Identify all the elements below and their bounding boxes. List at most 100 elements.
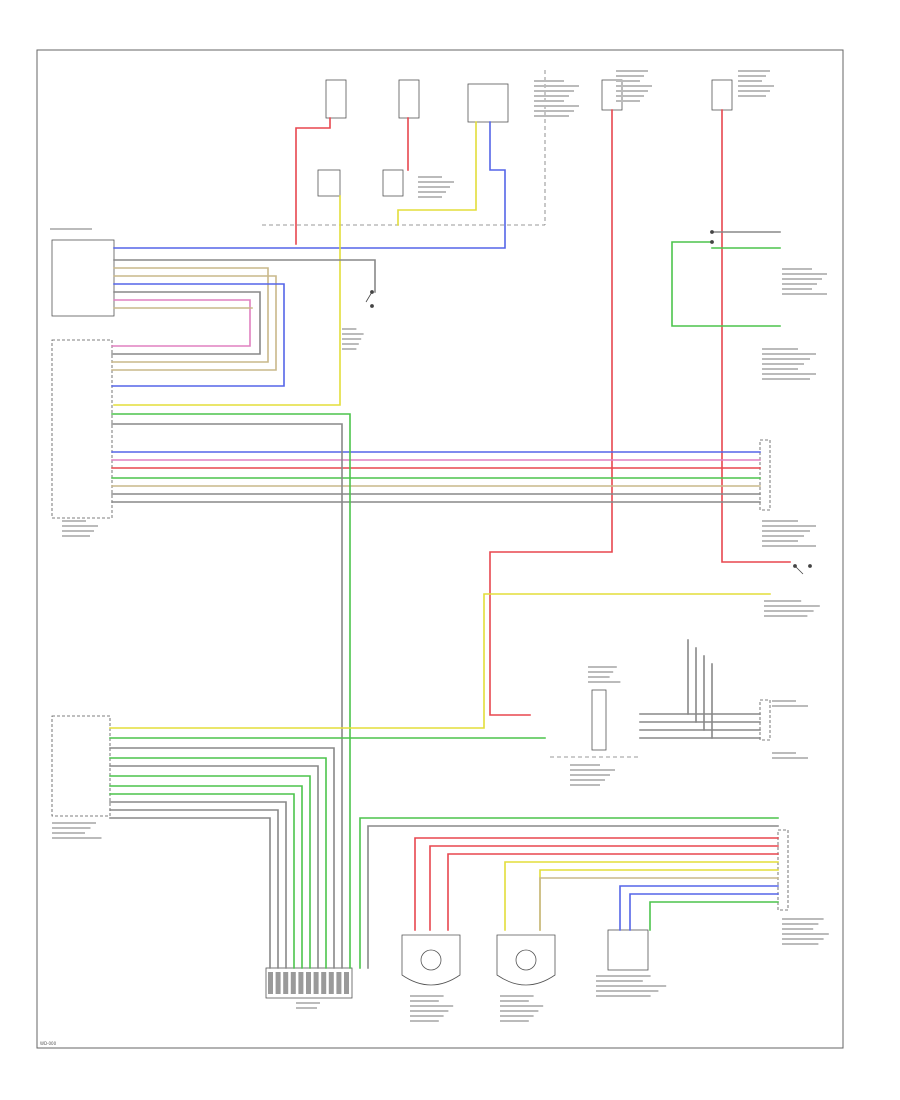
label-mark: [296, 1007, 317, 1009]
label-mark: [50, 228, 92, 230]
wire-gray: [109, 817, 271, 969]
label-mark: [570, 774, 610, 776]
relay-1: [317, 169, 341, 197]
wire-gray: [109, 765, 319, 969]
right-front-wheel-speed-sensor: [496, 934, 556, 986]
wire-tan: [539, 877, 779, 931]
label-mark: [410, 1005, 454, 1007]
label-mark: [534, 110, 574, 112]
wire-pink: [111, 299, 251, 347]
label-mark: [342, 343, 359, 345]
label-mark: [738, 95, 766, 97]
label-mark: [500, 1005, 544, 1007]
label-mark: [500, 1000, 529, 1002]
label-mark: [534, 105, 579, 107]
wire-gray: [109, 747, 335, 969]
label-mark: [616, 80, 640, 82]
label-mark: [410, 1020, 439, 1022]
wire-layer: [109, 109, 791, 969]
label-mark: [616, 75, 644, 77]
label-mark: [500, 1010, 539, 1012]
label-mark: [410, 1000, 439, 1002]
dlc-pin: [283, 972, 289, 994]
wire-green: [359, 817, 779, 969]
data-link-connector-bottom: [265, 967, 353, 999]
label-mark: [782, 928, 814, 930]
label-mark: [418, 176, 442, 178]
label-mark: [588, 676, 610, 678]
wire-yellow: [539, 869, 779, 931]
label-mark: [596, 990, 659, 992]
label-mark: [410, 1010, 449, 1012]
label-mark: [738, 70, 770, 72]
dlc-pin: [268, 972, 273, 994]
label-mark: [500, 1015, 534, 1017]
label-mark: [738, 90, 770, 92]
label-mark: [418, 191, 446, 193]
label-mark: [616, 90, 648, 92]
wire-gray: [113, 259, 376, 293]
label-mark: [342, 338, 362, 340]
label-mark: [588, 681, 621, 683]
wire-yellow: [113, 195, 341, 406]
label-mark: [782, 288, 812, 290]
wire-tan: [111, 275, 277, 371]
wire-green: [109, 775, 311, 969]
fuse-box-a: [325, 79, 347, 119]
diagram-border: [36, 49, 844, 1049]
label-mark: [410, 1015, 444, 1017]
label-mark: [52, 822, 96, 824]
label-mark: [52, 832, 85, 834]
wire-green: [649, 901, 779, 931]
wire-gray: [111, 423, 343, 969]
label-mark: [534, 95, 569, 97]
wire-gray: [109, 801, 287, 969]
label-mark: [534, 100, 564, 102]
top-fuse-area: [262, 70, 733, 226]
label-mark: [772, 757, 808, 759]
wire-red: [489, 109, 613, 716]
label-mark: [762, 358, 810, 360]
label-mark: [616, 95, 644, 97]
wire-green: [671, 241, 781, 327]
throttle-body: [759, 439, 771, 511]
label-marks: [50, 70, 829, 1022]
wire-green: [111, 413, 351, 969]
label-mark: [418, 186, 450, 188]
relay-2: [382, 169, 404, 197]
central-electronic-module: [51, 715, 111, 817]
dlc-pin: [313, 972, 319, 994]
label-mark: [342, 348, 357, 350]
front-electronic-module: [51, 239, 115, 317]
wire-gray: [111, 291, 261, 355]
dlc-pin: [344, 972, 349, 994]
wire-red: [447, 853, 779, 931]
footer-code: WD-000: [40, 1041, 57, 1046]
wire-red: [414, 837, 779, 931]
label-mark: [772, 705, 808, 707]
wire-green: [109, 785, 303, 969]
dlc-pin: [336, 972, 342, 994]
label-mark: [570, 764, 600, 766]
wire-tan: [111, 267, 269, 363]
label-mark: [764, 615, 808, 617]
wire-blue: [111, 283, 285, 387]
label-mark: [534, 90, 574, 92]
wire-gray: [687, 639, 761, 715]
label-mark: [596, 985, 667, 987]
label-mark: [764, 600, 802, 602]
wire-yellow: [397, 121, 477, 226]
label-mark: [342, 333, 364, 335]
label-mark: [62, 530, 94, 532]
label-mark: [764, 610, 814, 612]
dlc-pin: [298, 972, 304, 994]
dlc-pin: [321, 972, 327, 994]
label-mark: [570, 784, 600, 786]
label-mark: [782, 933, 829, 935]
transmission-switch-symbol: [710, 230, 714, 244]
label-mark: [62, 535, 90, 537]
label-mark: [762, 535, 804, 537]
label-mark: [772, 700, 796, 702]
label-mark: [500, 1020, 529, 1022]
